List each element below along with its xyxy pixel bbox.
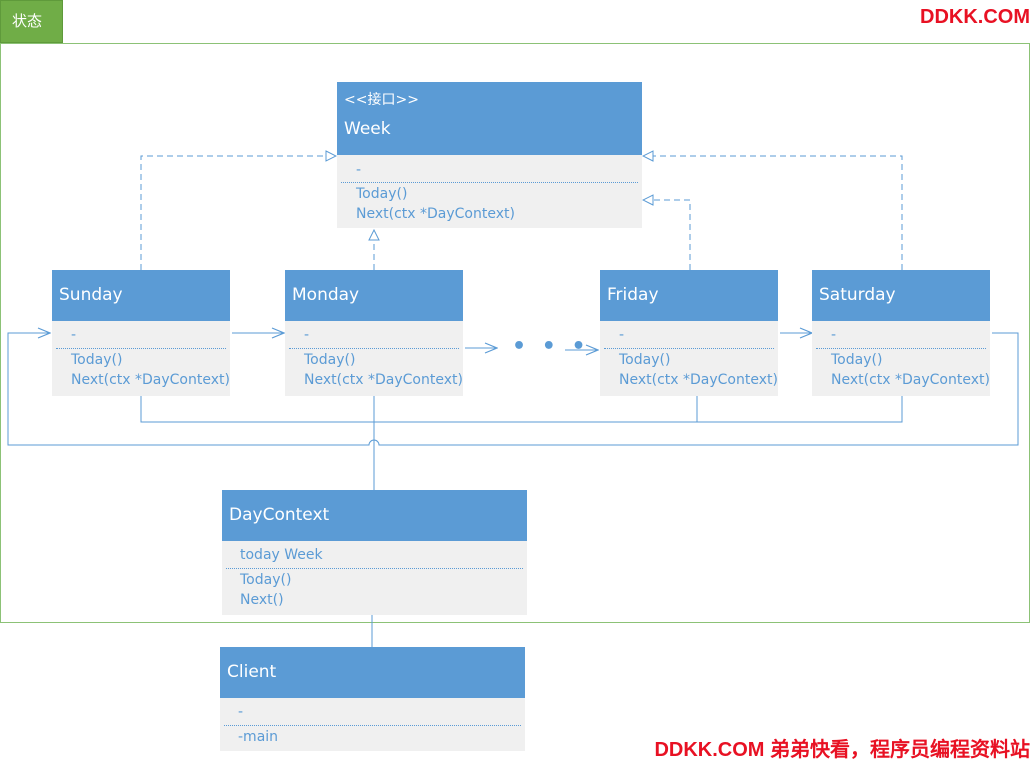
friday-implements-week [643, 200, 691, 270]
class-friday-op: Next(ctx *DayContext) [619, 372, 778, 388]
class-saturday: Saturday - Today() Next(ctx *DayContext) [812, 270, 990, 396]
class-monday-attr: - [304, 327, 310, 343]
class-sunday-op: Next(ctx *DayContext) [71, 372, 230, 388]
class-monday-op: Next(ctx *DayContext) [304, 372, 463, 388]
frame-label: 状态 [0, 0, 63, 43]
class-friday-op: Today() [619, 352, 671, 368]
class-sunday: Sunday - Today() Next(ctx *DayContext) [52, 270, 230, 396]
class-week-divider [341, 182, 638, 183]
class-client-name: Client [227, 662, 277, 682]
class-friday-name: Friday [607, 285, 659, 305]
class-week-header: <<接口>> Week [337, 82, 642, 155]
class-week-name: Week [344, 119, 391, 139]
class-saturday-name: Saturday [819, 285, 896, 305]
class-monday: Monday - Today() Next(ctx *DayContext) [285, 270, 463, 396]
class-sunday-divider [56, 348, 226, 349]
class-saturday-op: Today() [831, 352, 883, 368]
class-sunday-header: Sunday [52, 270, 230, 321]
class-week-stereotype: <<接口>> [344, 92, 419, 108]
class-week-op: Next(ctx *DayContext) [356, 206, 515, 222]
class-daycontext-divider [226, 568, 523, 569]
ellipsis: • • • [512, 334, 590, 359]
class-saturday-header: Saturday [812, 270, 990, 321]
class-week-attr: - [356, 162, 362, 178]
class-client-attr: - [238, 704, 244, 720]
class-daycontext-name: DayContext [229, 505, 330, 525]
class-friday-header: Friday [600, 270, 778, 321]
class-monday-op: Today() [304, 352, 356, 368]
saturday-implements-week [643, 156, 903, 270]
class-daycontext-attr: today Week [240, 547, 323, 563]
class-monday-name: Monday [292, 285, 360, 305]
class-week-op: Today() [356, 186, 408, 202]
class-sunday-attr: - [71, 327, 77, 343]
class-daycontext-op: Today() [240, 572, 292, 588]
class-daycontext-header: DayContext [222, 490, 527, 541]
class-client-header: Client [220, 647, 525, 698]
class-monday-divider [289, 348, 459, 349]
class-sunday-name: Sunday [59, 285, 123, 305]
class-saturday-attr: - [831, 327, 837, 343]
class-client-op: -main [238, 729, 279, 745]
class-saturday-op: Next(ctx *DayContext) [831, 372, 990, 388]
watermark-bottom: DDKK.COM 弟弟快看，程序员编程资料站 [654, 739, 1030, 761]
sunday-implements-week [140, 156, 336, 270]
days-bus [140, 396, 903, 423]
class-client: Client - -main [220, 647, 525, 751]
class-daycontext: DayContext today Week Today() Next() [222, 490, 527, 615]
class-friday: Friday - Today() Next(ctx *DayContext) [600, 270, 778, 396]
state-frame [0, 43, 1030, 623]
class-friday-attr: - [619, 327, 625, 343]
class-sunday-op: Today() [71, 352, 123, 368]
class-saturday-divider [816, 348, 986, 349]
class-monday-header: Monday [285, 270, 463, 321]
class-friday-divider [604, 348, 774, 349]
class-client-divider [224, 725, 521, 726]
class-daycontext-op: Next() [240, 592, 284, 608]
watermark-top: DDKK.COM [920, 6, 1030, 28]
class-week: <<接口>> Week - Today() Next(ctx *DayConte… [337, 82, 642, 228]
